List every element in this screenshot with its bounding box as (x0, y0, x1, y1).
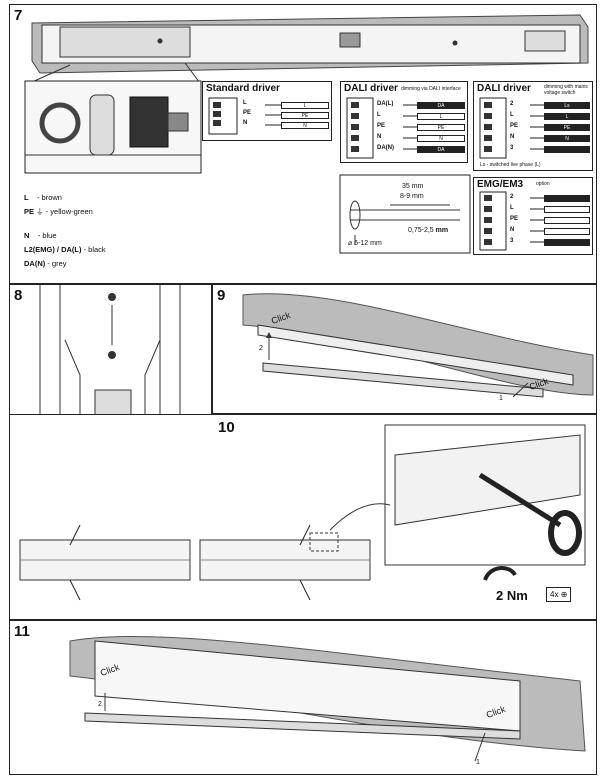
legend-row-dan: DA(N) - grey (24, 259, 67, 268)
mains-wire-1: Ls (544, 102, 590, 109)
dali-wire-5: DA (417, 146, 465, 153)
standard-driver-box: Standard driver L PE N L PE N (202, 81, 332, 141)
mains-driver-subtitle: dimming with mains voltage switch (544, 84, 588, 96)
step-11-panel: 11 Click Click 2 1 (9, 620, 597, 775)
emg-terminal-l: L (510, 205, 514, 211)
dali-driver-subtitle: dimming via DALI interface (401, 86, 461, 92)
step-9-arrow-2: 2 (259, 345, 263, 352)
mains-driver-title: DALI driver (477, 83, 531, 94)
step-11-number: 11 (14, 623, 30, 640)
step-7-panel: 7 L - brown PE ⏚ - yellow-green N - blue… (9, 4, 597, 284)
std-terminal-pe: PE (243, 110, 252, 116)
strip-insulation-label: 8-9 mm (400, 193, 424, 200)
step-9-arrow-1: 1 (499, 395, 503, 402)
strip-length-label: 35 mm (402, 183, 424, 190)
emg-driver-title: EMG/EM3 (477, 179, 524, 190)
mains-driver-diagram (479, 97, 546, 159)
std-wire-l: L (281, 102, 329, 109)
std-wire-n: N (281, 122, 329, 129)
mains-wire-3: PE (544, 124, 590, 131)
step-11-arrow-1: 1 (476, 759, 480, 766)
screw-count-box: 4x ⊕ (546, 587, 572, 602)
dali-wire-3: PE (417, 124, 465, 131)
mains-wire-5 (544, 146, 590, 153)
mains-terminal-l: L (510, 112, 514, 118)
mains-terminal-pe: PE (510, 123, 519, 129)
standard-driver-diagram (208, 97, 285, 135)
step-10-panel: 10 2 Nm 4x ⊕ (9, 414, 597, 620)
emg-wire-3 (544, 217, 590, 224)
torque-label: 2 Nm (496, 588, 528, 603)
step-9-drawing (242, 293, 594, 398)
std-terminal-n: N (243, 120, 248, 126)
screw-count: 4x (550, 590, 559, 599)
dali-terminal-pe: PE (377, 123, 386, 129)
emg-terminal-n: N (510, 227, 515, 233)
legend-row-l2: L2(EMG) / DA(L) - black (24, 245, 106, 254)
earth-icon: ⏚ (36, 207, 44, 216)
emg-driver-box: EMG/EM3 option 2 L PE N 3 (473, 177, 593, 255)
emg-wire-5 (544, 239, 590, 246)
dali-driver-box: DALI driver dimming via DALI interface D… (340, 81, 468, 163)
wire-section-label: 0,75-2,5 mm (408, 227, 449, 234)
step-8-number: 8 (14, 287, 23, 304)
emg-terminal-3: 3 (510, 238, 514, 244)
emg-terminal-pe: PE (510, 216, 519, 222)
std-wire-pe: PE (281, 112, 329, 119)
legend-row-l: L - brown (24, 193, 62, 202)
cable-diameter-label: ⌀ 6-12 mm (348, 240, 382, 247)
mains-driver-note: Ls - switched live phase (L) (480, 162, 541, 168)
mains-wire-2: L (544, 113, 590, 120)
wire-color-legend: L - brown PE ⏚ - yellow-green N - blue L… (24, 193, 106, 273)
step-11-arrow-2: 2 (98, 701, 102, 708)
emg-wire-2 (544, 206, 590, 213)
step-11-drawing (69, 636, 586, 762)
dali-terminal-dan: DA(N) (377, 145, 394, 151)
emg-wire-4 (544, 228, 590, 235)
dali-terminal-l: L (377, 112, 381, 118)
step-9-panel: 9 Click Click 2 1 (212, 284, 597, 414)
dali-wire-2: L (417, 113, 465, 120)
emg-wire-1 (544, 195, 590, 202)
mains-terminal-2: 2 (510, 101, 514, 107)
standard-driver-title: Standard driver (206, 83, 280, 94)
emg-driver-diagram (479, 191, 546, 251)
step-9-number: 9 (217, 287, 226, 304)
phillips-screw-icon: ⊕ (560, 590, 568, 599)
emg-driver-subtitle: option (536, 181, 550, 187)
mains-terminal-3: 3 (510, 145, 514, 151)
dali-driver-title: DALI driver (344, 83, 398, 94)
step-7-number: 7 (14, 7, 23, 24)
mains-driver-box: DALI driver dimming with mains voltage s… (473, 81, 593, 171)
emg-terminal-2: 2 (510, 194, 514, 200)
legend-row-pe: PE ⏚ - yellow-green (24, 207, 93, 216)
dali-wire-4: N (417, 135, 465, 142)
mains-wire-4: N (544, 135, 590, 142)
legend-row-n: N - blue (24, 231, 57, 240)
dali-wire-1: DA (417, 102, 465, 109)
dali-terminal-dal: DA(L) (377, 101, 394, 107)
step-10-drawing (19, 424, 586, 601)
std-terminal-l: L (243, 100, 247, 106)
mains-terminal-n: N (510, 134, 515, 140)
step-7-drawing (24, 14, 589, 254)
step-10-number: 10 (218, 419, 235, 436)
dali-terminal-n: N (377, 134, 382, 140)
dali-driver-diagram (346, 97, 421, 159)
